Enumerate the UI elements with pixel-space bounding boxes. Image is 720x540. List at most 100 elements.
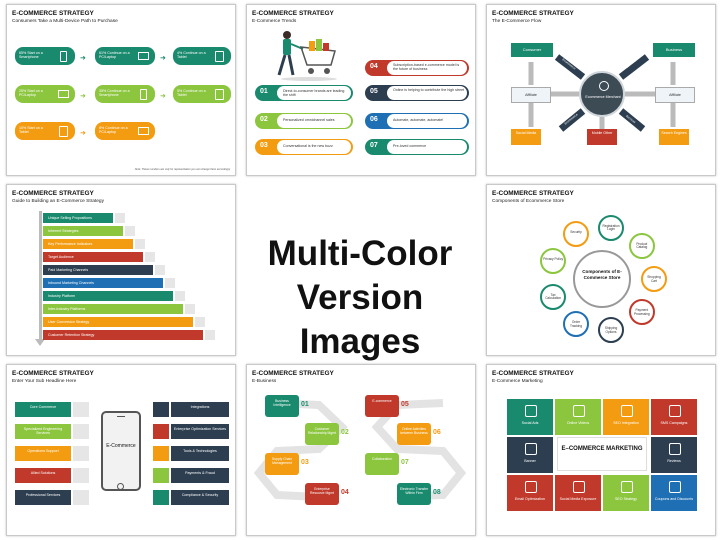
device-box: 8% Continue on a PC/Laptop (95, 122, 155, 140)
step-label: Customer Retention Strategy (48, 333, 95, 337)
slide-title: E-COMMERCE STRATEGY (492, 370, 574, 377)
arrow-icon: ➜ (160, 55, 166, 62)
step-bar: Key Performance Indicators (43, 239, 133, 249)
component-label: Order Tracking (569, 320, 583, 328)
trend-item: 06 Automate, automate, automate! (365, 113, 469, 129)
left-item-label: Allied Solutions (30, 471, 56, 475)
slide-thumbnail-7[interactable]: E-COMMERCE STRATEGY E-Business Business … (246, 364, 476, 536)
laptop-icon (58, 90, 69, 98)
tile-label: Email Optimization (515, 497, 545, 501)
marketing-tile: Email Optimization (507, 475, 553, 511)
component-circle: Payment Processing (628, 299, 655, 326)
step-bar: Customer Retention Strategy (43, 330, 203, 340)
slide-thumbnail-3[interactable]: E-COMMERCE STRATEGY The E-Commerce Flow … (486, 4, 716, 176)
trend-item: 03 Conversational is the new buzz (255, 139, 353, 155)
step-icon (145, 252, 155, 262)
slide-subtitle: Enter Your Sub Headline Here (12, 379, 77, 384)
right-item: Payments & Fraud (171, 468, 229, 483)
slide-title: E-COMMERCE STRATEGY (492, 190, 574, 197)
slide-thumbnail-6[interactable]: E-COMMERCE STRATEGY Enter Your Sub Headl… (6, 364, 236, 536)
slide-thumbnail-2[interactable]: E-COMMERCE STRATEGY E-Commerce Trends 01… (246, 4, 476, 176)
marketing-tile: Coupons and Discounts (651, 475, 697, 511)
laptop-icon (138, 127, 149, 135)
tile-label: Reviews (667, 459, 681, 463)
marketing-tile: Social Media Exposure (555, 475, 601, 511)
step-label: User Conversion Strategy (48, 320, 90, 324)
ebusiness-item: Enterprise Resource Mgmt (305, 483, 339, 505)
smartphone-icon (140, 89, 147, 100)
tablet-icon (59, 126, 68, 137)
right-item: Tools & Technologies (171, 446, 229, 461)
component-label: Registration Login (602, 223, 620, 232)
step-axis (39, 211, 42, 343)
step-icon (115, 213, 125, 223)
component-label: Product Catalog (636, 241, 648, 250)
step-icon (125, 226, 135, 236)
slide-subtitle: The E-Commerce Flow (492, 19, 542, 24)
step-label: Paid Marketing Channels (48, 268, 89, 272)
smartphone-icon (60, 51, 67, 62)
trend-item: 04 Subscription-based e-commerce model i… (365, 60, 469, 76)
item-icon (73, 446, 89, 461)
step-label: Inter-Industry Platforms (48, 307, 86, 311)
step-bar: User Conversion Strategy (43, 317, 193, 327)
slide-subtitle: E-Commerce Trends (252, 19, 297, 24)
slide-thumbnail-8[interactable]: E-COMMERCE STRATEGY E-Commerce Marketing… (486, 364, 716, 536)
left-item: Allied Solutions (15, 468, 71, 483)
slide-title: E-COMMERCE STRATEGY (252, 10, 334, 17)
marketing-tile: SMS Campaigns (651, 399, 697, 435)
tile-icon (573, 481, 585, 493)
slide-thumbnail-1[interactable]: E-COMMERCE STRATEGY Consumers Take a Mul… (6, 4, 236, 176)
ebusiness-number: 05 (401, 401, 409, 408)
left-item: Specialized Engineering Services (15, 424, 71, 439)
item-icon (153, 468, 169, 483)
slide-thumbnail-4[interactable]: E-COMMERCE STRATEGY Guide to Building an… (6, 184, 236, 356)
marketing-tile: Banner (507, 437, 553, 473)
step-icon (135, 239, 145, 249)
marketing-tile: SEO Strategy (603, 475, 649, 511)
item-icon (73, 424, 89, 439)
ebusiness-item: Supply Chain Management (265, 453, 299, 475)
slide-thumbnail-5[interactable]: E-COMMERCE STRATEGY Components of Ecomme… (486, 184, 716, 356)
step-label: Unique Selling Propositions (48, 216, 92, 220)
step-label: Industry Platform (48, 294, 76, 298)
slide-subtitle: Consumers Take a Multi-Device Path to Pu… (12, 19, 118, 24)
arrow-down-icon (35, 339, 45, 346)
ebusiness-number: 06 (433, 429, 441, 436)
component-label: Shipping Options (604, 326, 618, 334)
ebusiness-number: 08 (433, 489, 441, 496)
tile-label: Social Media Exposure (559, 497, 597, 501)
ebusiness-item: E-commerce (365, 395, 399, 417)
tile-icon (621, 481, 633, 493)
device-box: 25% Start on a PC/Laptop (15, 85, 75, 103)
component-circle: Security (563, 220, 589, 247)
marketing-center: E–COMMERCE MARKETING (557, 437, 647, 471)
step-bar: Inherent Strategies (43, 226, 123, 236)
tile-label: SEO Integration (613, 421, 639, 425)
component-circle: Shopping Cart (641, 266, 667, 292)
ebusiness-number: 07 (401, 459, 409, 466)
merchant-node: Ecommerce Merchant (579, 71, 625, 117)
component-circle: Order Tracking (563, 311, 589, 338)
step-label: Key Performance Indicators (48, 242, 93, 246)
item-icon (153, 424, 169, 439)
flow-arrows (528, 54, 676, 132)
marketing-tile: SEO Integration (603, 399, 649, 435)
component-label: Payment Processing (633, 308, 650, 317)
marketing-tile: Social Ads (507, 399, 553, 435)
tile-label: Online Videos (566, 421, 590, 425)
tile-icon (669, 405, 681, 417)
left-item-label: Professional Services (25, 493, 61, 497)
left-item: Professional Services (15, 490, 71, 505)
tile-icon (525, 481, 537, 493)
arrow-icon: ➜ (80, 55, 86, 62)
center-title-line1: Multi-Color (267, 234, 453, 273)
ebusiness-number: 04 (341, 489, 349, 496)
right-item-label: Compliance & Security (181, 493, 219, 497)
tile-icon (669, 481, 681, 493)
tile-icon (669, 443, 681, 455)
ebusiness-item: Electronic Transfer Within Firm (397, 483, 431, 505)
step-icon (155, 265, 165, 275)
component-circle: Tax Calculation (540, 283, 567, 310)
left-item: Core Commerce (15, 402, 71, 417)
